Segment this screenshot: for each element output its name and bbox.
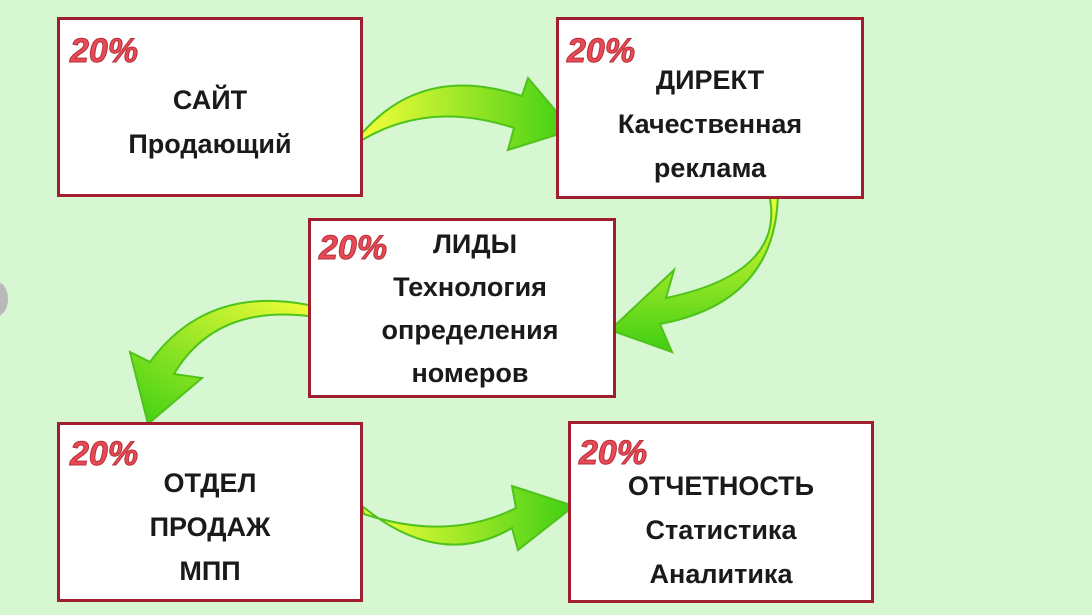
badge-text: 20% — [566, 32, 635, 70]
arrow-site-to-direct — [356, 75, 574, 152]
box-site-title: САЙТ — [172, 85, 248, 115]
box-direct-text: ДИРЕКТ Качественная реклама — [559, 58, 861, 190]
box-leads-line-2: Технология — [393, 272, 547, 302]
badge-text: 20% — [578, 434, 647, 472]
box-reports-line-3: Аналитика — [649, 559, 793, 589]
box-leads-line-4: номеров — [411, 358, 529, 388]
arrow-sales-to-reports — [360, 484, 577, 552]
box-sales-line-2: ПРОДАЖ — [149, 512, 271, 542]
box-leads-title: ЛИДЫ — [432, 229, 518, 259]
box-direct-line-3: реклама — [653, 153, 767, 183]
box-reports-text: ОТЧЕТНОСТЬ Статистика Аналитика — [571, 464, 871, 596]
discount-badge-icon: 20% — [566, 32, 636, 71]
box-leads-text: ЛИДЫ Технология определения номеров — [327, 223, 613, 395]
badge-text: 20% — [69, 32, 138, 70]
box-sales-title: ОТДЕЛ — [163, 468, 257, 498]
box-leads-line-3: определения — [381, 315, 559, 345]
badge-text: 20% — [69, 435, 138, 473]
discount-badge-icon: 20% — [69, 435, 139, 474]
arrow-leads-to-sales — [128, 299, 323, 426]
discount-badge-icon: 20% — [578, 434, 648, 473]
box-reports-line-2: Статистика — [645, 515, 797, 545]
arrow-direct-to-leads — [608, 189, 780, 354]
box-direct: 20% ДИРЕКТ Качественная реклама — [556, 17, 864, 199]
box-site-text: САЙТ Продающий — [60, 78, 360, 166]
box-leads: 20% ЛИДЫ Технология определения номеров — [308, 218, 616, 398]
box-direct-title: ДИРЕКТ — [655, 65, 765, 95]
box-site: 20% САЙТ Продающий — [57, 17, 363, 197]
box-reports-title: ОТЧЕТНОСТЬ — [627, 471, 815, 501]
box-sales: 20% ОТДЕЛ ПРОДАЖ МПП — [57, 422, 363, 602]
box-direct-line-2: Качественная — [617, 109, 803, 139]
discount-badge-icon: 20% — [69, 32, 139, 71]
badge-text: 20% — [318, 229, 387, 267]
edge-fragment — [0, 282, 8, 316]
box-site-subtitle: Продающий — [128, 129, 292, 159]
box-sales-text: ОТДЕЛ ПРОДАЖ МПП — [60, 461, 360, 593]
box-sales-line-3: МПП — [179, 556, 241, 586]
box-reports: 20% ОТЧЕТНОСТЬ Статистика Аналитика — [568, 421, 874, 603]
discount-badge-icon: 20% — [318, 229, 388, 268]
